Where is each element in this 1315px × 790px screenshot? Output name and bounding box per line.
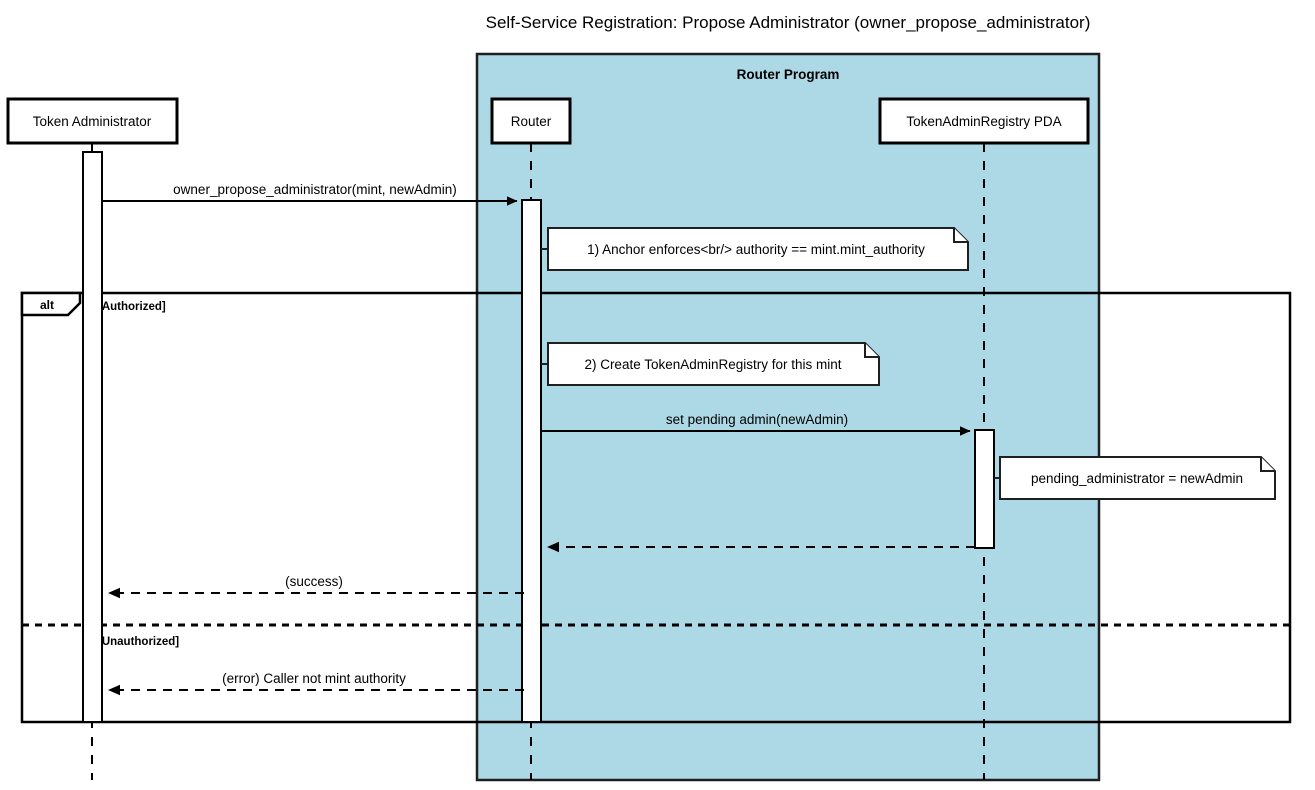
note-fold-corner: [1260, 457, 1275, 472]
participants-layer: Token Administrator Router TokenAdminReg…: [6, 97, 1090, 145]
participant-token-administrator[interactable]: Token Administrator: [6, 97, 179, 145]
notes-layer: 1) Anchor enforces<br/> authority == min…: [541, 227, 1276, 500]
participant-label: Token Administrator: [33, 114, 152, 129]
note-pending-administrator[interactable]: pending_administrator = newAdmin: [994, 456, 1276, 500]
participant-box: [878, 97, 1090, 145]
alt-fragment-box: [20, 291, 1292, 724]
message-error-caller-not-mint-authority[interactable]: (error) Caller not mint authority: [108, 671, 524, 696]
activation-token-admin-registry-pda: [974, 429, 995, 549]
participant-token-admin-registry-pda[interactable]: TokenAdminRegistry PDA: [878, 97, 1090, 145]
alt-fragment-tab: [20, 291, 82, 317]
alt-condition-authorized: [Authorized]: [98, 301, 166, 313]
note-fold-corner: [953, 228, 968, 243]
participant-label: TokenAdminRegistry PDA: [906, 114, 1061, 129]
participant-box: [6, 97, 179, 145]
alt-condition-unauthorized: [Unauthorized]: [98, 636, 179, 648]
note-fold-corner: [864, 343, 879, 358]
participant-box: [490, 97, 572, 145]
message-label: (error) Caller not mint authority: [222, 671, 406, 686]
note-body-shape: [547, 342, 880, 386]
message-set-pending-admin[interactable]: set pending admin(newAdmin): [541, 412, 971, 436]
note-body-shape: [999, 456, 1276, 500]
alt-fragment[interactable]: alt [Authorized] [Unauthorized]: [20, 291, 1292, 724]
message-success[interactable]: (success): [108, 574, 524, 599]
participant-router[interactable]: Router: [490, 97, 572, 145]
activation-token-administrator: [82, 151, 103, 723]
participant-label: Router: [511, 114, 552, 129]
messages-layer: owner_propose_administrator(mint, newAdm…: [102, 182, 975, 696]
activations-layer: [82, 151, 995, 723]
alt-fragment-kind-label: alt: [40, 298, 54, 312]
message-label: owner_propose_administrator(mint, newAdm…: [173, 182, 457, 197]
note-text: 2) Create TokenAdminRegistry for this mi…: [584, 357, 841, 372]
group-box-rect: [475, 52, 1101, 782]
activation-router: [521, 199, 542, 723]
note-text: pending_administrator = newAdmin: [1031, 471, 1243, 486]
group-router-program: Router Program: [475, 52, 1101, 782]
page-title: Self-Service Registration: Propose Admin…: [486, 13, 1091, 32]
note-anchor-enforces[interactable]: 1) Anchor enforces<br/> authority == min…: [541, 227, 969, 271]
note-text: 1) Anchor enforces<br/> authority == min…: [587, 242, 925, 257]
note-body-shape: [547, 227, 969, 271]
group-label: Router Program: [737, 67, 840, 82]
note-create-token-admin-registry[interactable]: 2) Create TokenAdminRegistry for this mi…: [541, 342, 880, 386]
message-label: set pending admin(newAdmin): [666, 412, 848, 427]
message-label: (success): [285, 574, 343, 589]
message-owner-propose-administrator[interactable]: owner_propose_administrator(mint, newAdm…: [102, 182, 518, 206]
